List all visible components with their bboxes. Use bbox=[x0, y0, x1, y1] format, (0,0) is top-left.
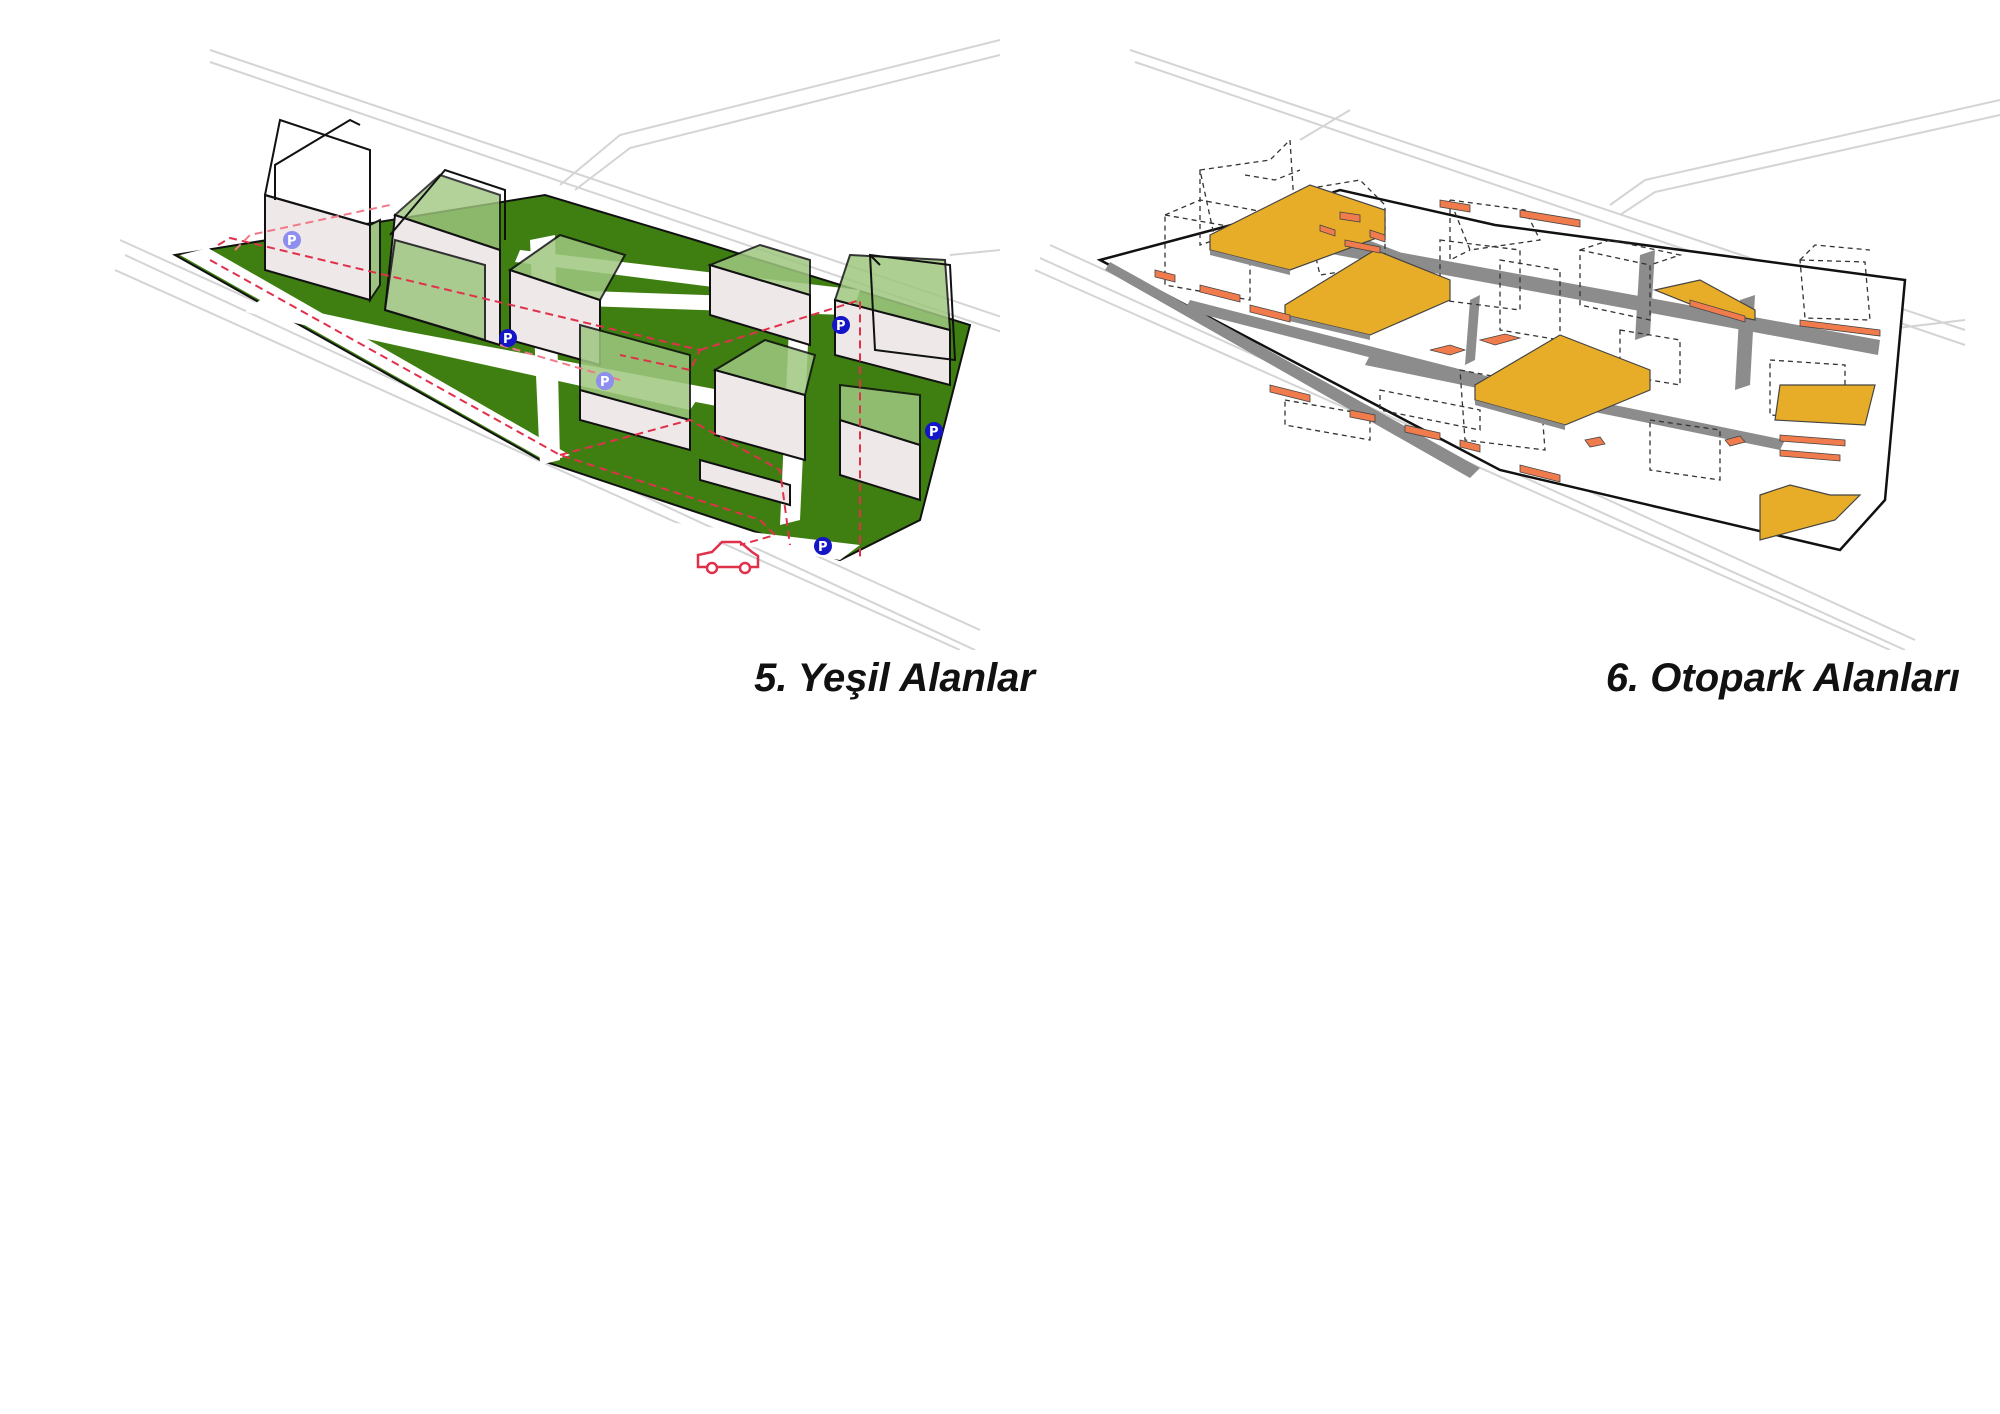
svg-text:P: P bbox=[929, 425, 939, 440]
parking-icon: P P P P P P bbox=[283, 231, 943, 555]
building-1 bbox=[263, 118, 381, 304]
vehicle-route bbox=[209, 204, 861, 560]
parking-stalls bbox=[1154, 199, 1881, 483]
svg-text:P: P bbox=[818, 540, 828, 555]
svg-text:P: P bbox=[287, 234, 297, 249]
svg-text:P: P bbox=[503, 332, 513, 347]
parking-area-6 bbox=[1759, 484, 1862, 541]
caption-green-areas: 5. Yeşil Alanlar bbox=[754, 656, 1035, 700]
building-10 bbox=[699, 458, 791, 507]
building-3 bbox=[383, 168, 506, 342]
building-6 bbox=[706, 243, 811, 347]
parking-areas bbox=[1209, 184, 1876, 541]
buildings bbox=[263, 118, 957, 507]
svg-text:P: P bbox=[836, 319, 846, 334]
building-block-outline-1 bbox=[274, 118, 361, 200]
context-roads bbox=[114, 39, 1000, 650]
building-4 bbox=[507, 233, 627, 367]
parking-areas-diagram bbox=[1034, 49, 2000, 650]
building-7 bbox=[712, 338, 817, 462]
building-8 bbox=[833, 253, 952, 387]
building-5 bbox=[579, 323, 691, 452]
parking-area-5 bbox=[1774, 384, 1876, 426]
svg-text:P: P bbox=[600, 375, 610, 390]
car-icon bbox=[696, 540, 760, 575]
caption-parking-areas: 6. Otopark Alanları bbox=[1605, 656, 1960, 700]
building-tall-corner bbox=[868, 253, 957, 362]
green-areas-diagram: P P P P P P bbox=[114, 39, 1000, 650]
